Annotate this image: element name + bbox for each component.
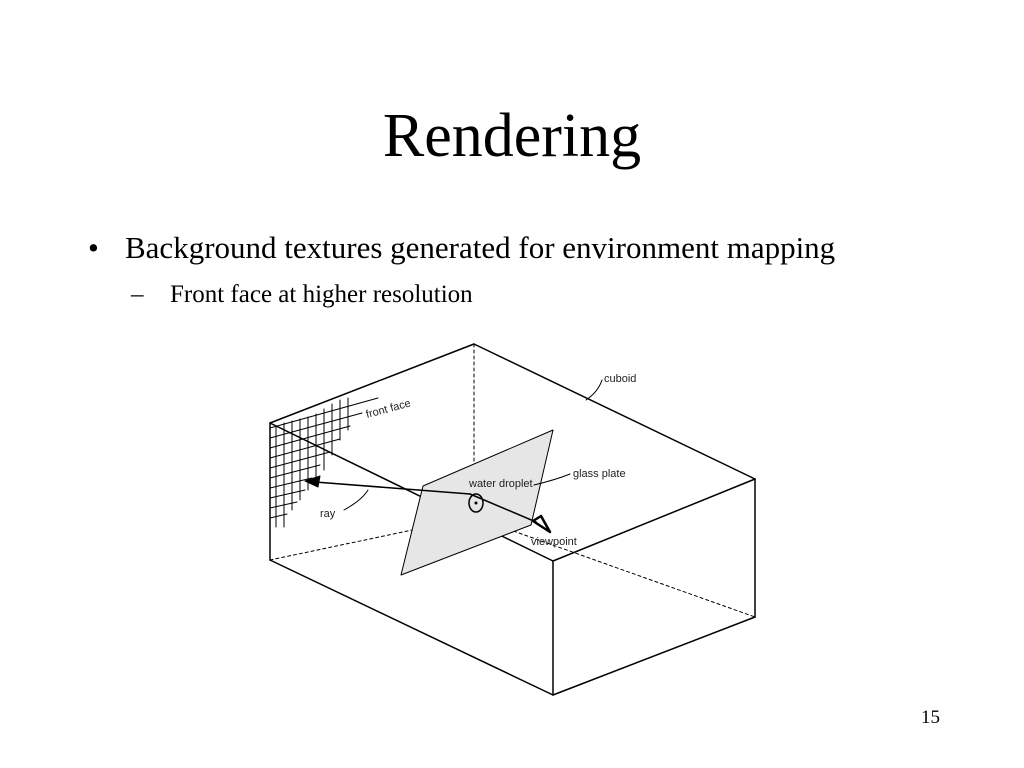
ray-line [314, 481, 471, 495]
cuboid-edge [269, 343, 475, 424]
water-droplet-label: water droplet [468, 478, 533, 490]
ray-arrowhead [304, 475, 321, 488]
slide-title: Rendering [382, 102, 642, 170]
cuboid-edge [269, 422, 554, 562]
cuboid-visible-edges [269, 343, 756, 696]
viewpoint-label: viewpoint [531, 536, 577, 548]
glass-plate-label: glass plate [573, 468, 626, 480]
cuboid-edge [269, 559, 554, 696]
leader-lines [343, 379, 603, 511]
bullet-text: Background textures generated for enviro… [125, 230, 836, 265]
sub-bullet-marker: – [131, 281, 144, 308]
bullet-marker: • [88, 230, 99, 265]
cuboid-edge [552, 616, 756, 696]
water-droplet [468, 493, 484, 513]
hidden-edge-bottom-right [473, 516, 756, 618]
page-number: 15 [921, 707, 940, 728]
cuboid-label: cuboid [604, 373, 636, 385]
cuboid-edge [473, 343, 756, 480]
front-face-grid [269, 397, 379, 528]
viewpoint-marker [531, 514, 552, 534]
ray-line-through-plate [469, 493, 537, 523]
sub-bullet-text: Front face at higher resolution [170, 281, 473, 308]
cuboid-edge [552, 478, 756, 562]
front-face-label: front face [365, 397, 412, 420]
ray-label: ray [320, 508, 336, 520]
